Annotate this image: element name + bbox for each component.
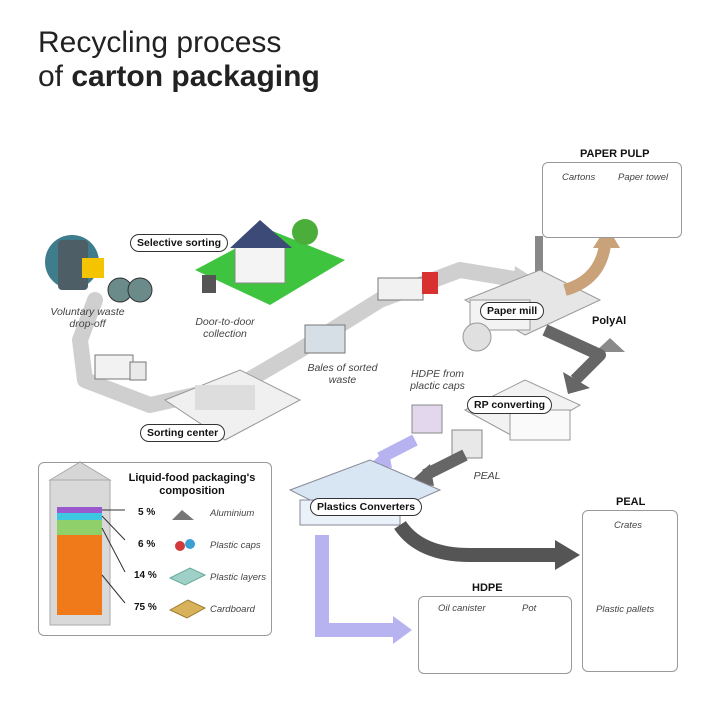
arrow-peal-to-converters [422, 449, 468, 481]
peal-panel [582, 510, 678, 672]
title-line-2-prefix: of [38, 60, 64, 93]
caption-voluntary-dropoff: Voluntary waste drop-off [50, 306, 125, 330]
bales-icon [304, 324, 346, 354]
tag-rp-converting: RP converting [467, 396, 552, 414]
paper-pulp-panel [542, 162, 682, 238]
composition-label-cardboard: Cardboard [210, 604, 255, 615]
title-line-1: Recycling process [38, 26, 282, 59]
title-line-2: of carton packaging [38, 60, 320, 94]
dropoff-bins-icon [45, 235, 153, 303]
tag-paper-mill: Paper mill [480, 302, 545, 320]
arrow-to-paper-pulp [563, 243, 611, 296]
title-line-2-bold: carton packaging [71, 60, 320, 93]
composition-pct-caps: 6 % [138, 539, 156, 550]
plastic-layers-icon [168, 567, 207, 586]
composition-title: Liquid-food packaging's composition [128, 472, 256, 497]
paper-pulp-item-cartons: Cartons [562, 172, 596, 183]
caption-peal-flow: PEAL [473, 470, 501, 482]
composition-label-aluminium: Aluminium [210, 508, 255, 519]
peal-item-pallets: Plastic pallets [596, 604, 655, 615]
paper-pulp-title: PAPER PULP [580, 148, 650, 160]
composition-panel [38, 462, 272, 636]
composition-leader-lines [101, 509, 126, 604]
aluminium-icon [172, 510, 194, 520]
hdpe-bale-icon [411, 404, 443, 434]
arrow-to-hdpe-panel [315, 535, 395, 637]
composition-pct-aluminium: 5 % [138, 507, 156, 518]
peal-item-crates: Crates [614, 520, 642, 531]
paper-pulp-item-towel: Paper towel [618, 172, 669, 183]
composition-label-layers: Plastic layers [210, 572, 266, 583]
tag-selective-sorting: Selective sorting [130, 234, 229, 252]
arrowhead-peal-panel [555, 540, 580, 570]
tag-sorting-center: Sorting center [140, 424, 226, 442]
caption-door-to-door: Door-to-door collection [195, 316, 255, 340]
carton-composition-bar [48, 461, 112, 626]
hdpe-item-pot: Pot [522, 603, 537, 614]
arrowhead-rp [563, 372, 590, 394]
arrowhead-hdpe-panel [393, 616, 412, 644]
page-title: Recycling process of carton packaging [38, 26, 320, 94]
tag-plastics-converters: Plastics Converters [310, 498, 423, 516]
composition-pct-cardboard: 75 % [134, 602, 157, 613]
plastic-caps-icon [175, 539, 195, 551]
cardboard-icon [168, 599, 207, 619]
truck-icon [377, 272, 438, 301]
polyal-pile-icon [595, 338, 625, 352]
caption-bales: Bales of sorted waste [307, 362, 378, 386]
paper-mill-icon [462, 236, 602, 352]
arrow-to-peal-panel [394, 520, 560, 562]
house-icon [195, 219, 345, 305]
hdpe-panel-title: HDPE [472, 582, 503, 594]
collection-truck-icon [94, 354, 147, 381]
hdpe-panel [418, 596, 572, 674]
peal-panel-title: PEAL [616, 496, 646, 508]
composition-label-caps: Plastic caps [210, 540, 261, 551]
arrow-mill-to-rp [542, 324, 606, 385]
composition-pct-layers: 14 % [134, 570, 157, 581]
caption-hdpe-caps: HDPE from plactic caps [410, 368, 465, 392]
label-polyal: PolyAl [592, 315, 627, 327]
hdpe-item-oil-canister: Oil canister [438, 603, 486, 614]
